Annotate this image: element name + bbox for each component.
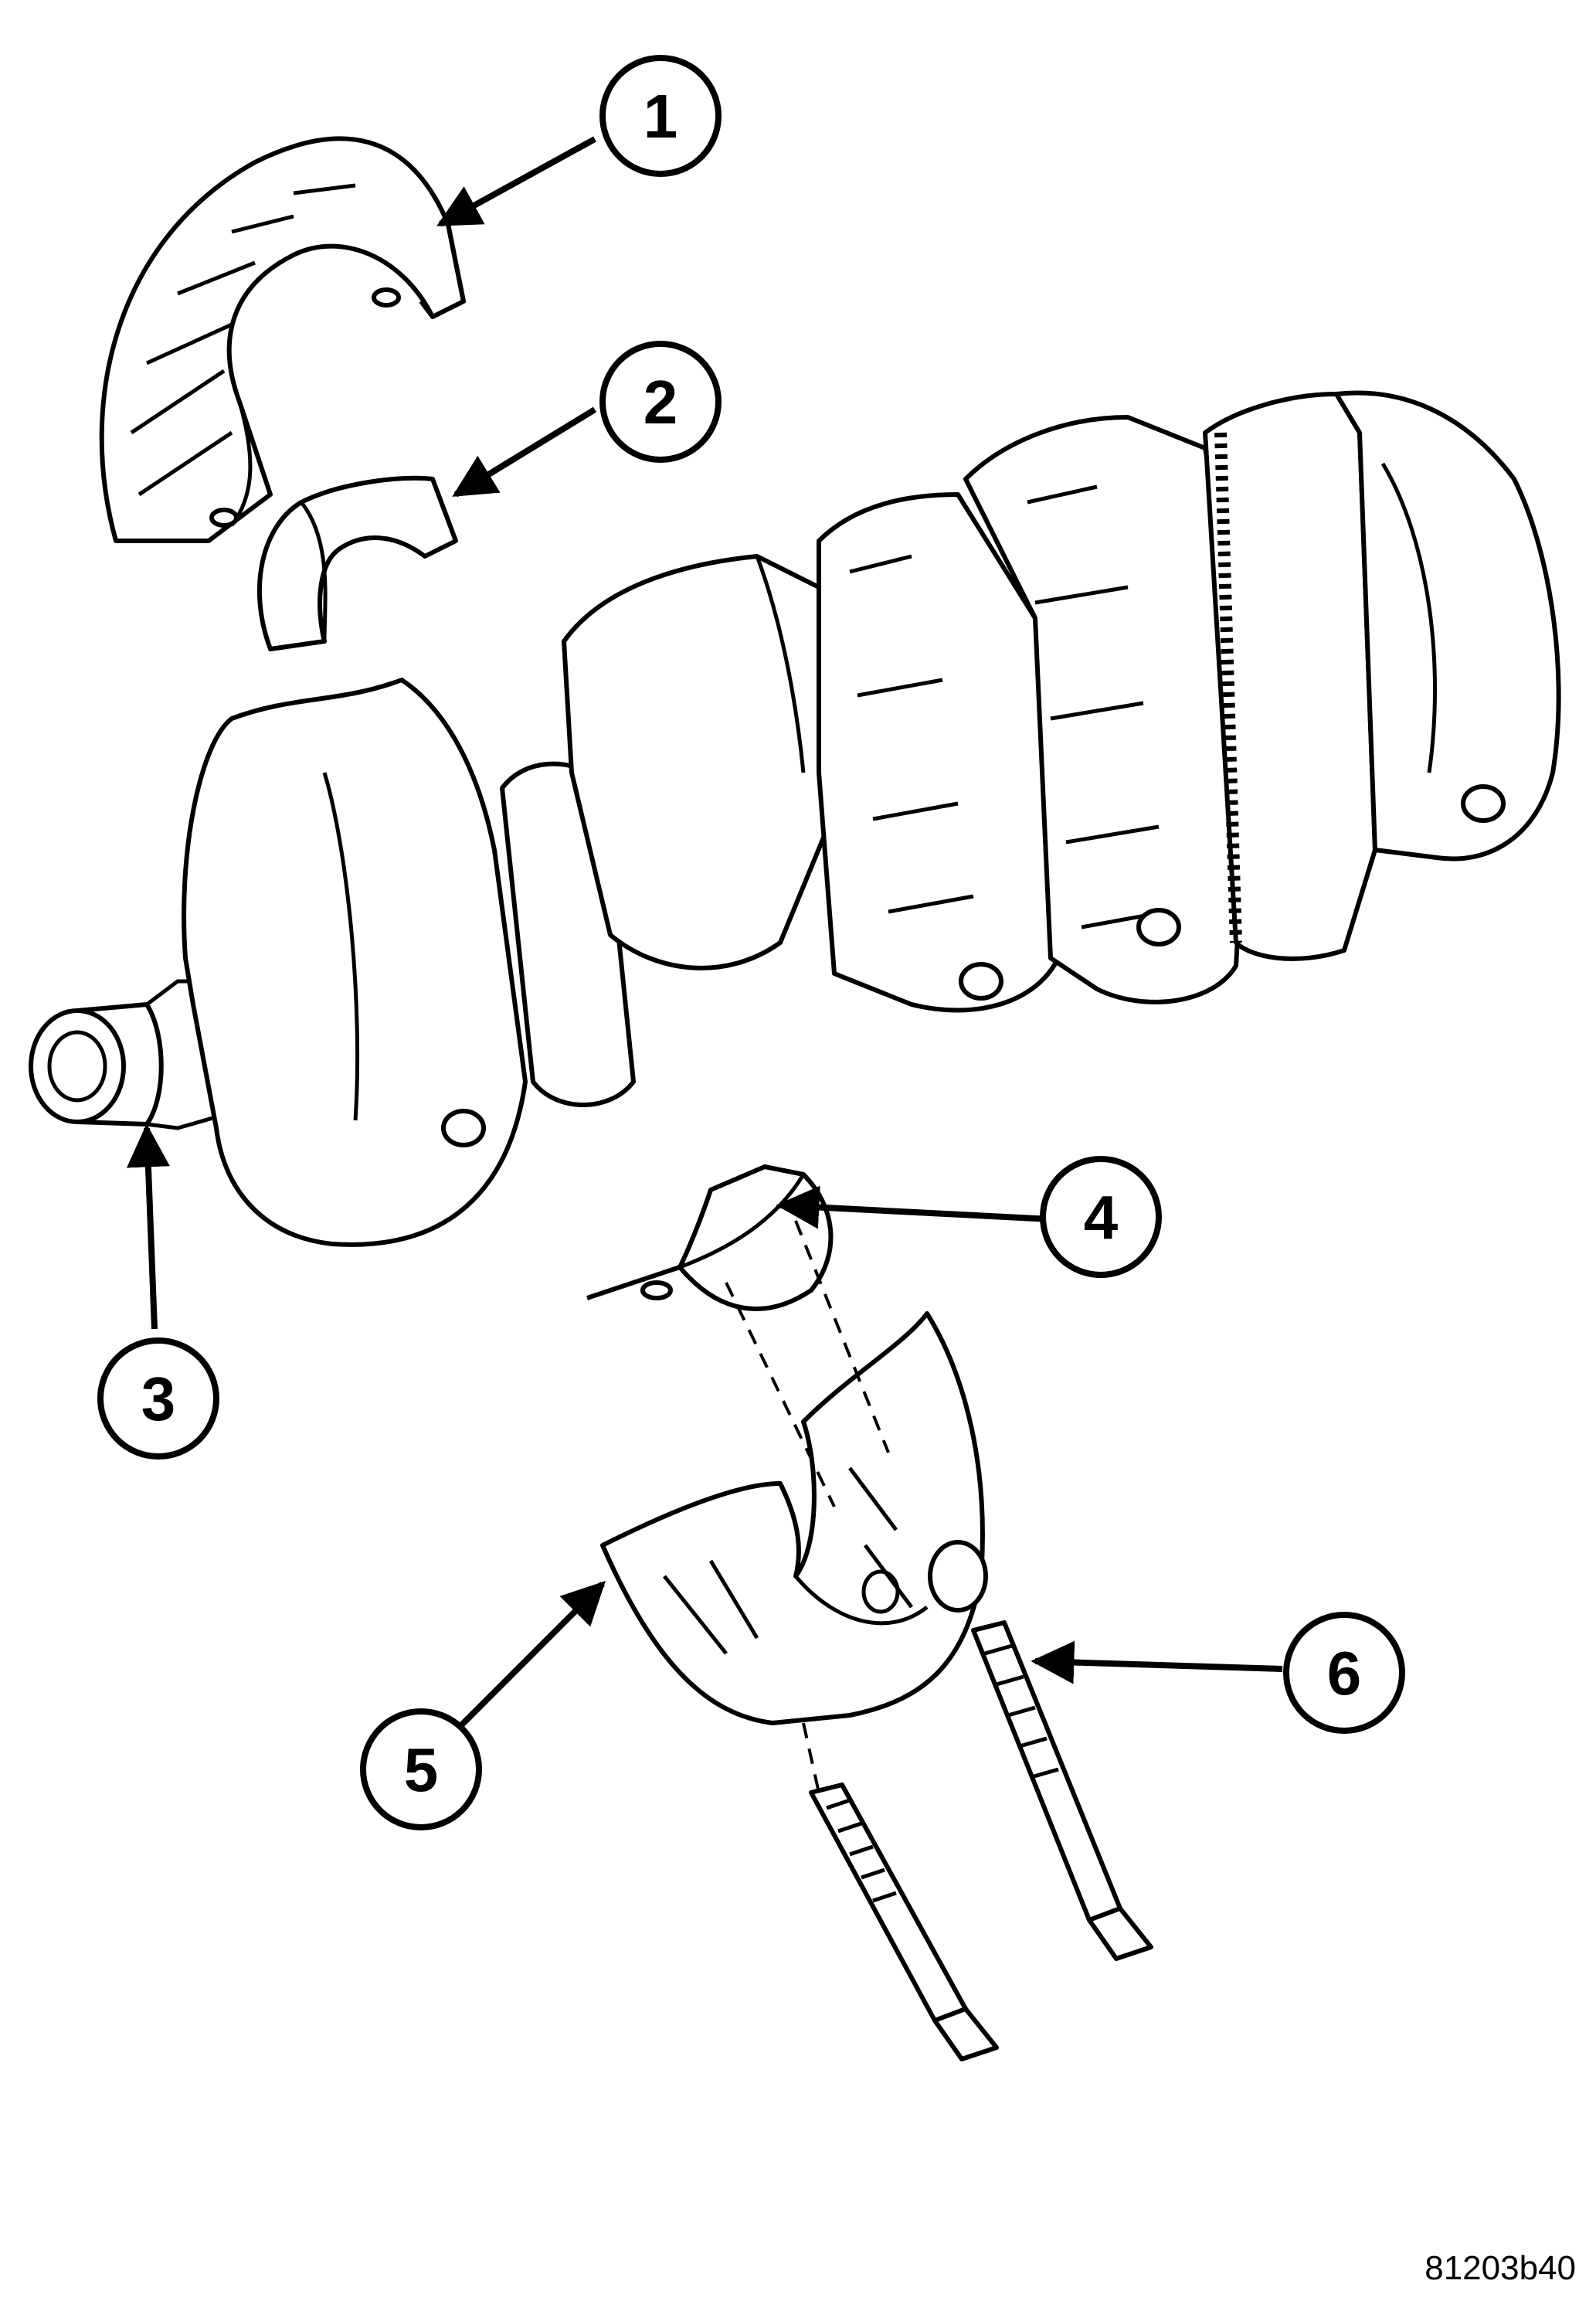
leader-2 [452, 406, 597, 498]
callout-2-label: 2 [643, 368, 678, 437]
callout-4: 4 [1040, 1156, 1162, 1278]
leader-6 [1031, 1640, 1283, 1684]
leader-3 [126, 1123, 170, 1330]
leader-lines [126, 136, 1283, 1733]
callout-6: 6 [1283, 1612, 1405, 1734]
upper-bearing-cap [99, 136, 466, 543]
figure-id: 81203b40 [1425, 2249, 1576, 2287]
bolt-right [971, 1620, 1153, 1961]
callout-5-label: 5 [404, 1735, 439, 1804]
bearing-cap-bolts [809, 1620, 1153, 2061]
callout-5: 5 [360, 1708, 482, 1830]
callout-3-label: 3 [141, 1365, 176, 1433]
callout-4-label: 4 [1084, 1183, 1119, 1252]
callout-6-label: 6 [1327, 1639, 1362, 1708]
lower-bearing-cap [600, 1220, 988, 1793]
leader-1 [436, 136, 596, 227]
callout-3: 3 [97, 1337, 219, 1460]
callout-1-label: 1 [643, 82, 678, 151]
callout-1: 1 [599, 55, 722, 177]
leader-4 [776, 1185, 1051, 1229]
leader-5 [453, 1581, 606, 1733]
bolt-left [809, 1783, 999, 2061]
crankshaft [29, 390, 1561, 1247]
callout-2: 2 [599, 341, 722, 463]
upper-bearing-shell [256, 475, 458, 651]
lower-bearing-shell [586, 1164, 834, 1311]
